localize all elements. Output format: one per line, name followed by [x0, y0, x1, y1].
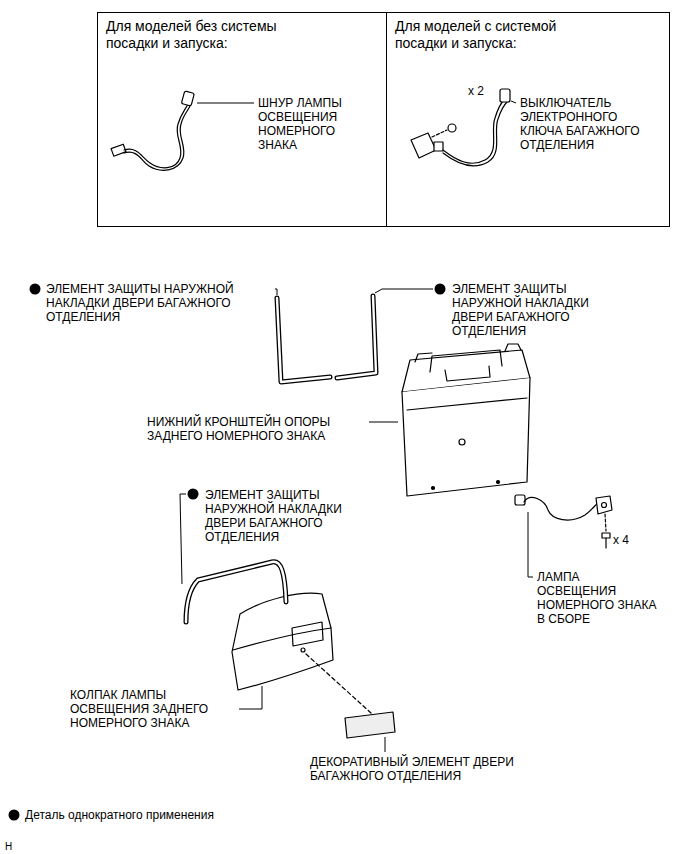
- part-name: КОЛПАК ЛАМПЫ ОСВЕЩЕНИЯ ЗАДНЕГО НОМЕРНОГО…: [70, 688, 235, 730]
- cell-heading: Для моделей с системой посадки и запуска…: [387, 13, 610, 52]
- leader-line: [239, 686, 262, 709]
- leader-line: [369, 422, 398, 423]
- leader-line: [275, 289, 277, 295]
- leader-line: [180, 494, 186, 584]
- leader-line: [385, 737, 386, 752]
- part-name: НИЖНИЙ КРОНШТЕЙН ОПОРЫ ЗАДНЕГО НОМЕРНОГО…: [147, 415, 365, 443]
- leader-line: [197, 103, 254, 104]
- cell-heading: Для моделей без системы посадки и запуск…: [98, 13, 321, 52]
- quantity: x 4: [613, 533, 629, 547]
- leader-line: [375, 289, 433, 293]
- leader-line: [511, 101, 516, 103]
- part-name: ЭЛЕМЕНТ ЗАЩИТЫ НАРУЖНОЙ НАКЛАДКИ ДВЕРИ Б…: [452, 282, 612, 338]
- legend-text: Деталь однократного применения: [25, 808, 214, 822]
- part-name: ЭЛЕМЕНТ ЗАЩИТЫ НАРУЖНОЙ НАКЛАДКИ ДВЕРИ Б…: [205, 488, 365, 544]
- part-name: ВЫКЛЮЧАТЕЛЬ ЭЛЕКТРОННОГО КЛЮЧА БАГАЖНОГО…: [520, 96, 660, 152]
- legend-swatch: [8, 809, 20, 821]
- leader-line: [528, 512, 533, 577]
- part-name: ШНУР ЛАМПЫ ОСВЕЩЕНИЯ НОМЕРНОГО ЗНАКА: [258, 96, 358, 152]
- legend-dot: [9, 810, 20, 821]
- part-name: ДЕКОРАТИВНЫЙ ЭЛЕМЕНТ ДВЕРИ БАГАЖНОГО ОТД…: [310, 755, 550, 783]
- part-name: ЭЛЕМЕНТ ЗАЩИТЫ НАРУЖНОЙ НАКЛАДКИ ДВЕРИ Б…: [46, 282, 271, 324]
- legend-entry: Деталь однократного применения: [8, 808, 214, 822]
- quantity: x 2: [468, 84, 484, 98]
- page-mark: Н: [5, 840, 12, 854]
- part-name: ЛАМПА ОСВЕЩЕНИЯ НОМЕРНОГО ЗНАКА В СБОРЕ: [537, 570, 657, 626]
- table-cell: Для моделей без системы посадки и запуск…: [97, 12, 387, 227]
